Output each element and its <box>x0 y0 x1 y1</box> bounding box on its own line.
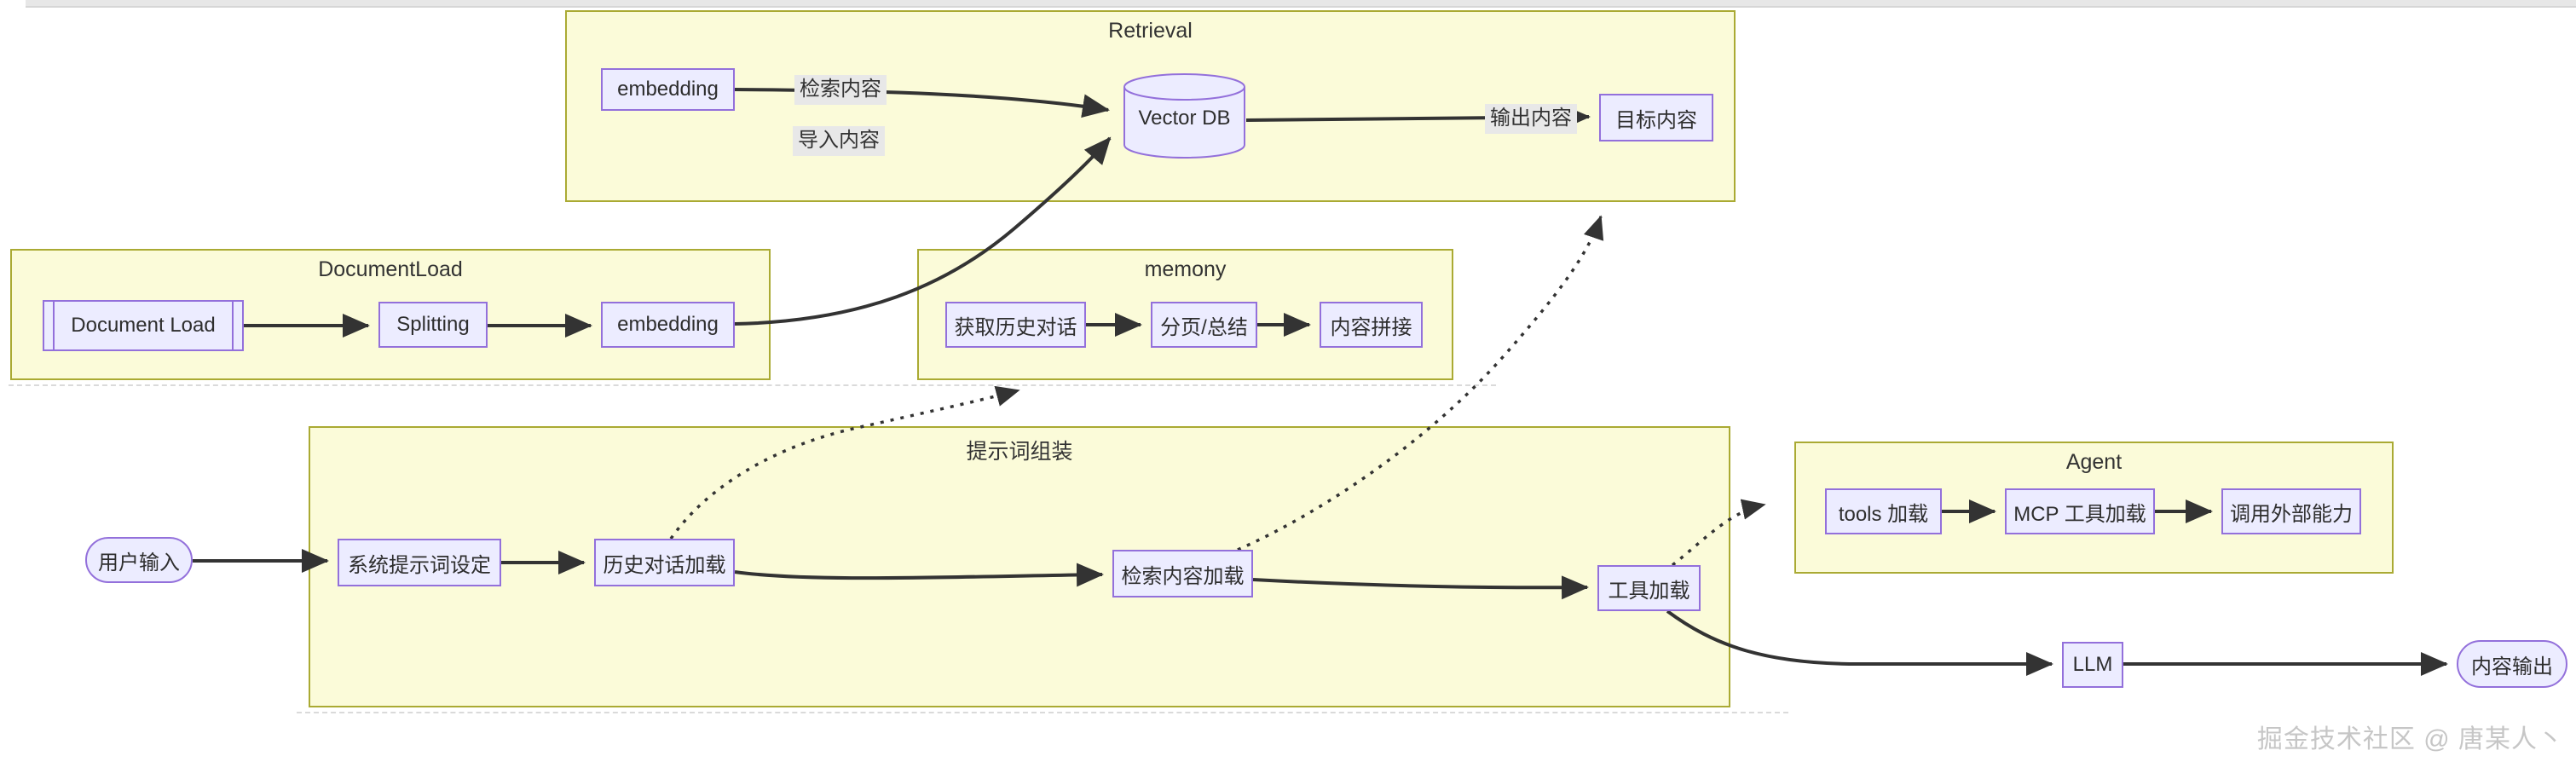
edge-label-search-content: 检索内容 <box>794 75 887 105</box>
node-get-history-dialog-label: 获取历史对话 <box>954 315 1077 339</box>
node-embedding-retrieval: embedding <box>601 68 735 111</box>
node-embedding-docload: embedding <box>601 302 735 348</box>
node-tool-load: 工具加载 <box>1597 565 1701 611</box>
node-splitting-label: Splitting <box>396 313 470 336</box>
selection-dash-line <box>297 712 1788 713</box>
node-content-output: 内容输出 <box>2457 640 2567 688</box>
watermark: 掘金技术社区 @ 唐某人丶 <box>2256 725 2564 753</box>
node-history-dialog-load-label: 历史对话加载 <box>603 553 726 577</box>
node-target-content: 目标内容 <box>1599 94 1713 141</box>
subgraph-documentload-title: DocumentLoad <box>318 257 463 281</box>
node-vector-db-label: Vector DB <box>1138 107 1231 130</box>
node-llm: LLM <box>2062 642 2123 688</box>
node-tools-loading: tools 加载 <box>1825 488 1942 534</box>
node-embedding-docload-label: embedding <box>617 313 719 336</box>
node-tools-loading-label: tools 加载 <box>1838 502 1929 526</box>
node-call-external-ability: 调用外部能力 <box>2221 488 2361 534</box>
node-get-history-dialog: 获取历史对话 <box>945 302 1086 348</box>
database-cylinder-icon <box>1123 73 1245 159</box>
node-system-prompt-setting-label: 系统提示词设定 <box>348 553 491 577</box>
node-document-load: Document Load <box>43 300 244 351</box>
node-embedding-retrieval-label: embedding <box>617 78 719 101</box>
node-content-concat-label: 内容拼接 <box>1330 315 1412 339</box>
node-llm-label: LLM <box>2072 653 2113 676</box>
node-retrieval-content-load-label: 检索内容加载 <box>1121 564 1245 588</box>
subgraph-retrieval-title: Retrieval <box>1108 19 1193 43</box>
node-user-input-label: 用户输入 <box>98 551 180 574</box>
node-system-prompt-setting: 系统提示词设定 <box>338 539 501 586</box>
node-mcp-tool-load-label: MCP 工具加载 <box>2013 502 2146 526</box>
edge-label-import-content: 导入内容 <box>793 126 885 156</box>
node-tool-load-label: 工具加载 <box>1608 579 1690 603</box>
node-user-input: 用户输入 <box>85 537 193 583</box>
node-content-concat: 内容拼接 <box>1320 302 1423 348</box>
node-paging-summary: 分页/总结 <box>1151 302 1257 348</box>
node-paging-summary-label: 分页/总结 <box>1160 315 1248 339</box>
node-retrieval-content-load: 检索内容加载 <box>1112 550 1253 597</box>
node-target-content-label: 目标内容 <box>1615 108 1697 132</box>
selection-dash-line <box>9 384 1496 386</box>
node-call-external-ability-label: 调用外部能力 <box>2230 502 2353 526</box>
node-document-load-label: Document Load <box>71 314 216 337</box>
node-mcp-tool-load: MCP 工具加载 <box>2005 488 2155 534</box>
subgraph-memony-title: memony <box>1144 257 1227 281</box>
node-history-dialog-load: 历史对话加载 <box>594 539 735 586</box>
edge-label-output-content: 输出内容 <box>1485 104 1577 134</box>
subgraph-prompt-assembly-title: 提示词组装 <box>966 440 1073 464</box>
subgraph-prompt-assembly: 提示词组装 <box>309 426 1730 707</box>
subgraph-agent-title: Agent <box>2065 450 2123 474</box>
node-splitting: Splitting <box>378 302 488 348</box>
node-content-output-label: 内容输出 <box>2471 655 2553 678</box>
top-chrome-strip <box>26 0 2576 8</box>
node-vector-db: Vector DB <box>1123 72 1246 159</box>
